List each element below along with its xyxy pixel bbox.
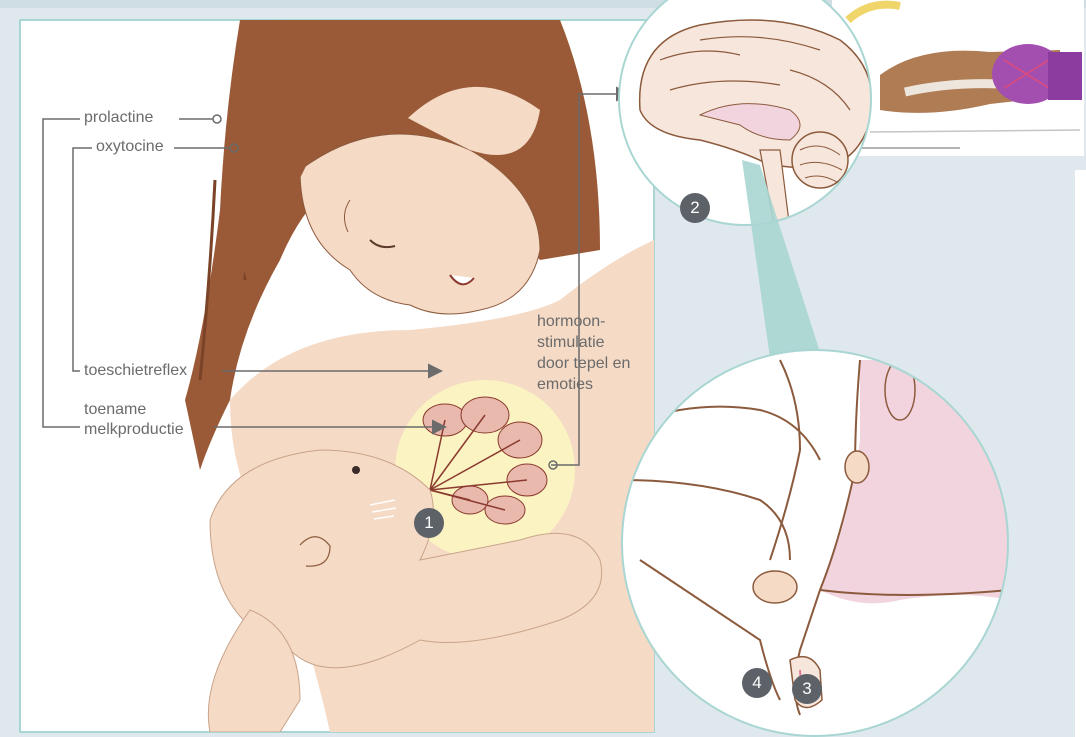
label-door-tepel-en: door tepel en <box>537 354 630 374</box>
badge-1: 1 <box>414 508 444 538</box>
badge-2: 2 <box>680 193 710 223</box>
label-oxytocine: oxytocine <box>96 137 164 157</box>
badge-4: 4 <box>742 668 772 698</box>
badge-3: 3 <box>792 674 822 704</box>
label-prolactine: prolactine <box>84 108 153 128</box>
label-melkproductie: melkproductie <box>84 420 184 440</box>
label-toeschietreflex: toeschietreflex <box>84 361 187 381</box>
label-hormoon: hormoon- <box>537 312 605 332</box>
label-stimulatie: stimulatie <box>537 333 605 353</box>
label-toename: toename <box>84 400 146 420</box>
label-emoties: emoties <box>537 375 593 395</box>
